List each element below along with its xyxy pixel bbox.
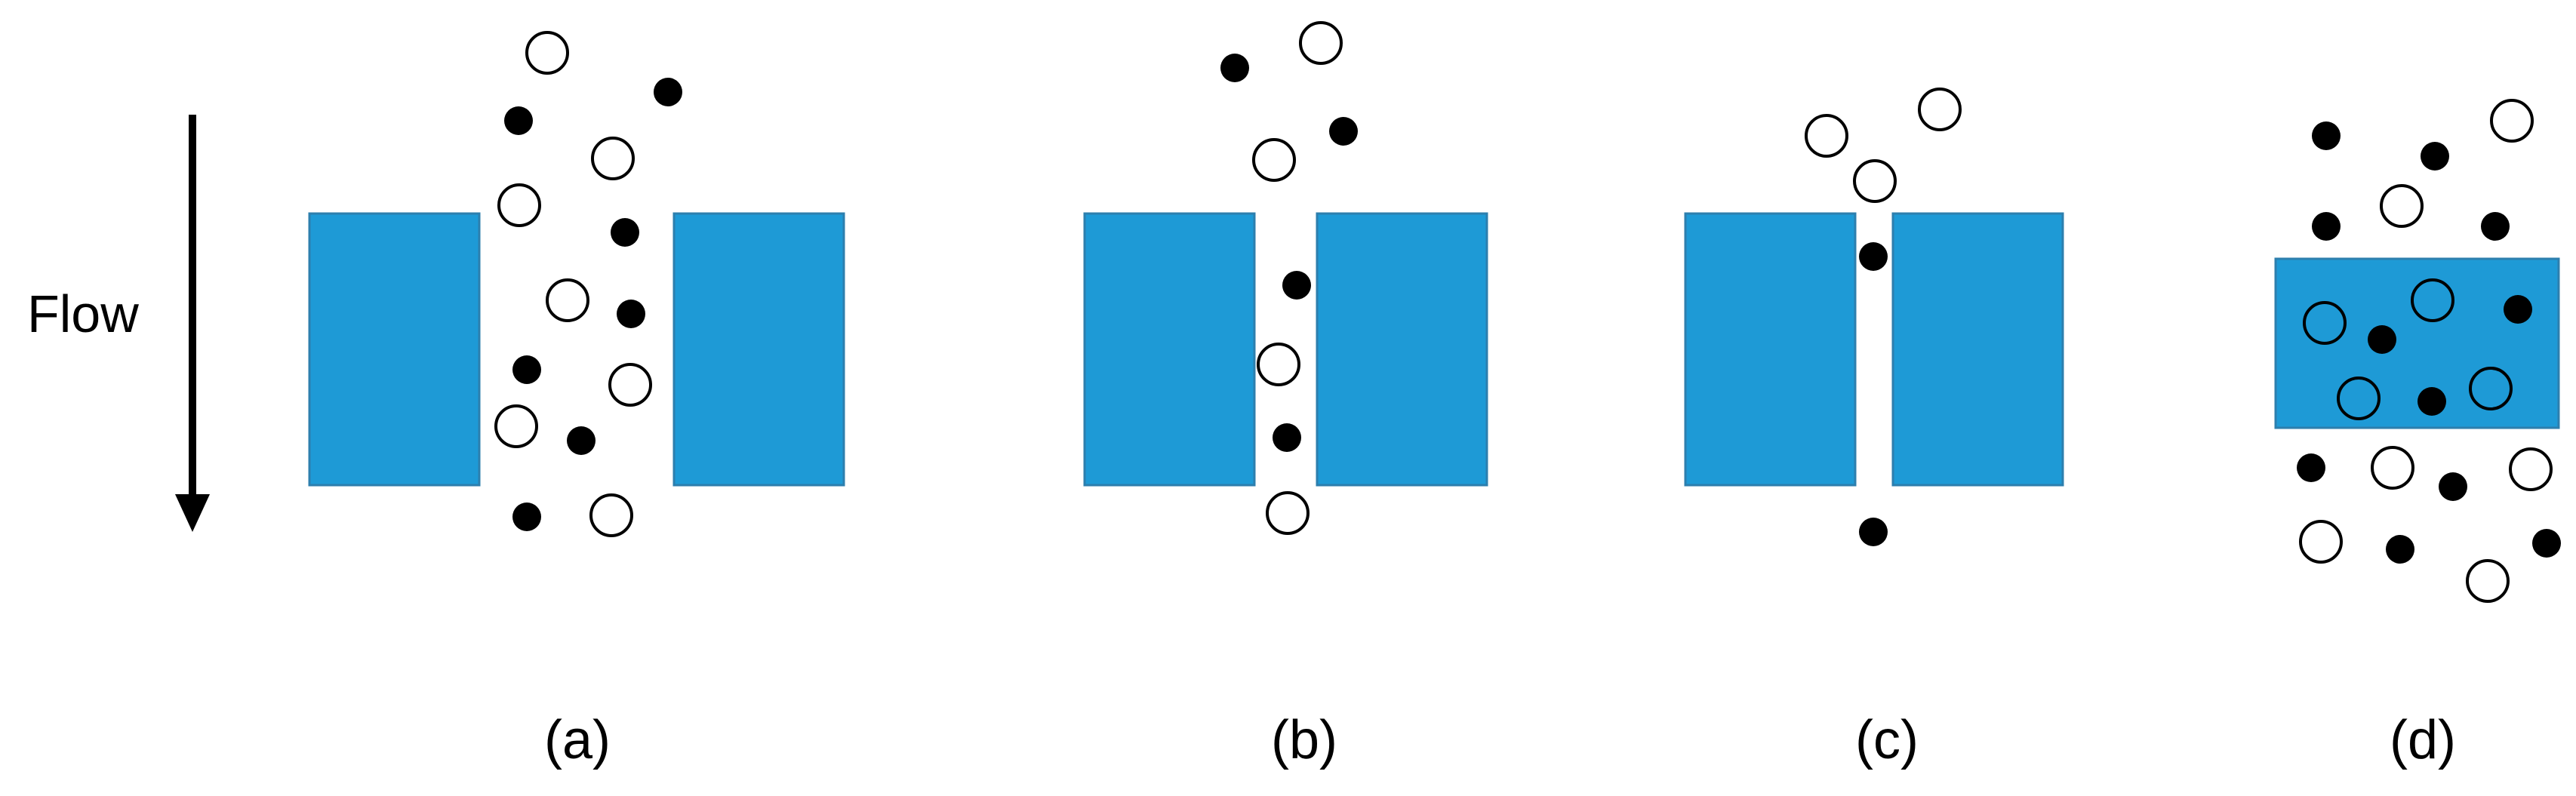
- filled-particle: [567, 426, 596, 455]
- open-particle: [497, 183, 541, 227]
- filled-particle: [2504, 295, 2532, 324]
- open-particle: [494, 404, 538, 448]
- open-particle: [608, 363, 652, 407]
- open-particle: [2509, 447, 2553, 491]
- filled-particle: [617, 300, 645, 328]
- open-particle: [525, 31, 569, 75]
- open-particle: [2380, 184, 2424, 228]
- filled-particle: [1329, 117, 1358, 146]
- filled-particle: [2368, 325, 2396, 354]
- open-particle: [2490, 99, 2534, 143]
- filled-particle: [1220, 54, 1249, 82]
- filled-particle: [1282, 271, 1311, 300]
- filled-particle: [611, 218, 639, 247]
- panel-d: (d): [2274, 99, 2561, 770]
- filled-particle: [2421, 142, 2449, 171]
- open-particle: [2466, 559, 2510, 603]
- open-particle: [2337, 376, 2381, 420]
- open-particle: [2299, 520, 2343, 564]
- open-particle: [589, 493, 633, 537]
- filter-block-left: [308, 212, 481, 487]
- panel-c: (c): [1684, 88, 2064, 770]
- panel-label: (a): [544, 710, 611, 770]
- open-particle: [1266, 491, 1310, 535]
- filled-particle: [2386, 535, 2414, 564]
- panel-label: (d): [2390, 710, 2456, 770]
- open-particle: [1918, 88, 1962, 131]
- filled-particle: [2532, 529, 2561, 558]
- open-particle: [2371, 446, 2414, 490]
- panel-a: (a): [308, 31, 845, 770]
- panel-label: (b): [1271, 710, 1337, 770]
- filter-block-left: [1684, 212, 1857, 487]
- filled-particle: [2312, 212, 2341, 241]
- panel-b: (b): [1083, 21, 1488, 770]
- filled-particle: [2418, 387, 2446, 416]
- flow-indicator: Flow: [27, 115, 210, 532]
- open-particle: [1853, 159, 1897, 203]
- open-particle: [591, 137, 635, 180]
- flow-label: Flow: [27, 284, 139, 343]
- filled-particle: [1859, 518, 1888, 546]
- filled-particle: [2297, 453, 2325, 482]
- panel-label: (c): [1855, 710, 1919, 770]
- filled-particle: [504, 106, 533, 135]
- open-particle: [1805, 114, 1848, 158]
- open-particle: [546, 278, 589, 322]
- filled-particle: [1273, 423, 1301, 452]
- filter-block-right: [1316, 212, 1488, 487]
- open-particle: [1252, 138, 1296, 182]
- filter-block-right: [1891, 212, 2064, 487]
- filled-particle: [512, 502, 541, 531]
- filled-particle: [2481, 212, 2510, 241]
- filled-particle: [2439, 472, 2467, 501]
- filled-particle: [512, 355, 541, 384]
- flow-arrow-head: [175, 494, 210, 532]
- open-particle: [1299, 21, 1343, 65]
- filled-particle: [654, 78, 682, 106]
- filter-block-left: [1083, 212, 1256, 487]
- open-particle: [2411, 278, 2454, 322]
- open-particle: [2303, 301, 2347, 345]
- open-particle: [2469, 367, 2513, 410]
- filter-block-right: [672, 212, 845, 487]
- open-particle: [1257, 343, 1300, 386]
- filled-particle: [1859, 242, 1888, 271]
- filled-particle: [2312, 121, 2341, 150]
